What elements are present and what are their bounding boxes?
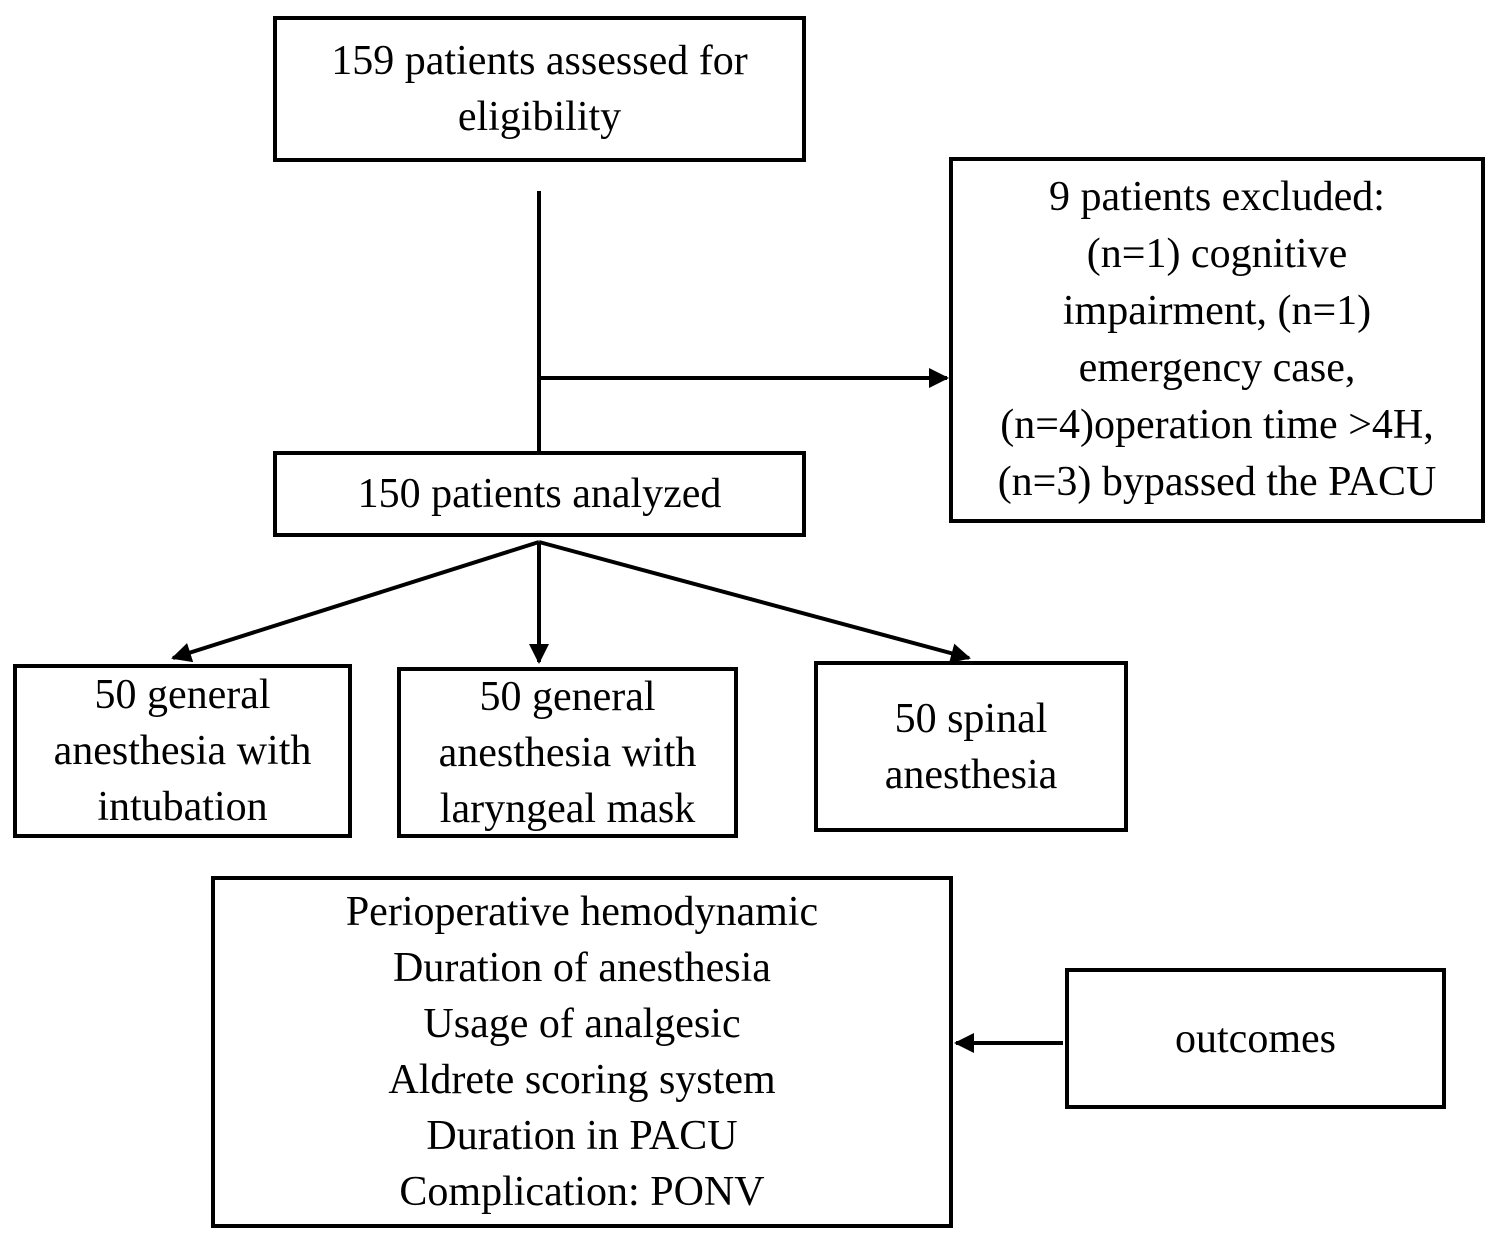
node-measured-outcomes-list: Perioperative hemodynamic Duration of an… [211,876,953,1228]
node-line: Duration of anesthesia [393,945,771,991]
node-line: Usage of analgesic [423,1001,741,1047]
node-excluded: 9 patients excluded: (n=1) cognitive imp… [949,157,1485,523]
node-line: impairment, (n=1) [1062,288,1372,334]
node-line: 50 spinal [894,695,1048,742]
node-line: intubation [97,784,268,830]
node-line: laryngeal mask [439,785,696,832]
node-line: (n=3) bypassed the PACU [997,459,1437,505]
node-line: Aldrete scoring system [388,1057,776,1103]
node-outcomes: outcomes [1065,968,1446,1109]
node-spinal-anesthesia: 50 spinal anesthesia [814,661,1128,832]
node-line: 9 patients excluded: [1049,174,1385,220]
node-line: outcomes [1175,1015,1336,1062]
node-line: anesthesia [884,751,1058,798]
node-line: anesthesia with [438,729,697,776]
node-general-anesthesia-intubation: 50 general anesthesia with intubation [13,664,352,838]
node-line: 159 patients assessed for [331,38,748,84]
edge-analyzed-to-spinal [538,540,971,663]
node-analyzed: 150 patients analyzed [273,451,806,537]
node-line: Duration in PACU [426,1113,738,1159]
node-line: eligibility [457,94,622,140]
node-line: Perioperative hemodynamic [345,889,819,935]
edge-analyzed-to-intubation [171,540,540,663]
node-line: 50 general [479,673,656,720]
node-line: 50 general [94,672,271,718]
node-line: (n=4)operation time >4H, [1000,402,1434,448]
node-assessed-for-eligibility: 159 patients assessed for eligibility [273,16,806,162]
node-line: (n=1) cognitive [1086,231,1348,277]
node-general-anesthesia-laryngeal-mask: 50 general anesthesia with laryngeal mas… [397,667,738,838]
node-line: Complication: PONV [399,1169,765,1215]
node-line: emergency case, [1078,345,1356,391]
node-line: anesthesia with [53,728,312,774]
node-line: 150 patients analyzed [357,471,722,517]
